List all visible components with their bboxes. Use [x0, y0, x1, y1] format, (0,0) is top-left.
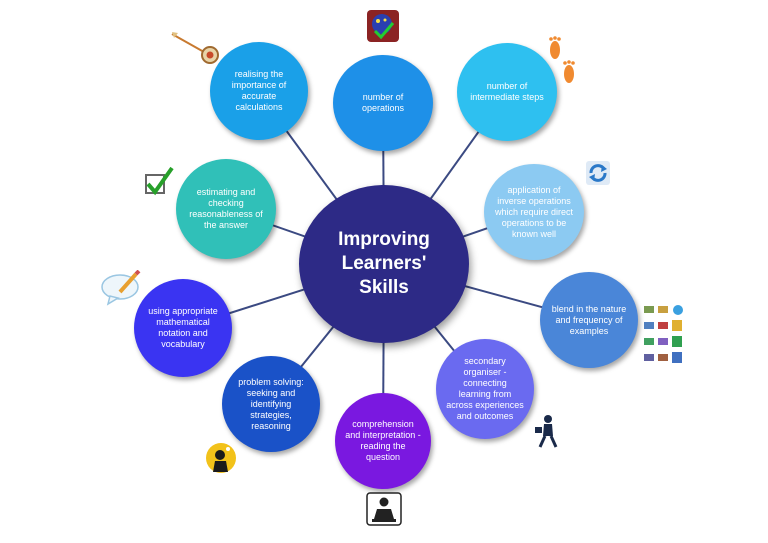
- center-topic: Improving Learners' Skills: [299, 185, 469, 343]
- node-label: comprehension and interpretation - readi…: [345, 419, 421, 462]
- node-number-of-operations: number of operations: [333, 55, 433, 151]
- refresh-icon: [586, 161, 610, 185]
- node-label: number of intermediate steps: [470, 81, 544, 102]
- node-label: using appropriate mathematical notation …: [148, 306, 218, 349]
- node-label: realising the importance of accurate cal…: [231, 69, 287, 112]
- node-label: blend in the nature and frequency of exa…: [551, 303, 627, 336]
- node-estimating-and-checking: estimating and checking reasonableness o…: [176, 159, 276, 259]
- reading-person-icon: [366, 492, 402, 526]
- node-label: problem solving: seeking and identifying…: [238, 376, 304, 431]
- node-blend-in-examples: blend in the nature and frequency of exa…: [540, 272, 638, 368]
- node-comprehension-and-interpretation: comprehension and interpretation - readi…: [335, 393, 431, 489]
- checkbox-tick-icon: [145, 166, 174, 196]
- computer-network-icon: [644, 305, 683, 363]
- brain-check-icon: [367, 10, 399, 42]
- node-secondary-organiser: secondary organiser - connecting learnin…: [436, 339, 534, 439]
- footprints-icon: [549, 36, 575, 83]
- node-accurate-calculations: realising the importance of accurate cal…: [210, 42, 308, 140]
- thinking-person-icon: [206, 443, 236, 473]
- node-label: number of operations: [361, 92, 405, 113]
- node-application-of-inverse-operations: application of inverse operations which …: [484, 164, 584, 260]
- node-problem-solving: problem solving: seeking and identifying…: [222, 356, 320, 452]
- node-label: application of inverse operations which …: [494, 184, 574, 239]
- speech-bubble-pencil-icon: [101, 270, 141, 306]
- walking-person-icon: [535, 415, 558, 448]
- node-mathematical-notation: using appropriate mathematical notation …: [134, 279, 232, 377]
- node-label: estimating and checking reasonableness o…: [189, 187, 263, 230]
- center-title: Improving Learners' Skills: [338, 229, 430, 298]
- node-label: secondary organiser - connecting learnin…: [446, 356, 524, 421]
- arrow-target-icon: [171, 32, 219, 64]
- node-number-of-intermediate-steps: number of intermediate steps: [457, 43, 557, 141]
